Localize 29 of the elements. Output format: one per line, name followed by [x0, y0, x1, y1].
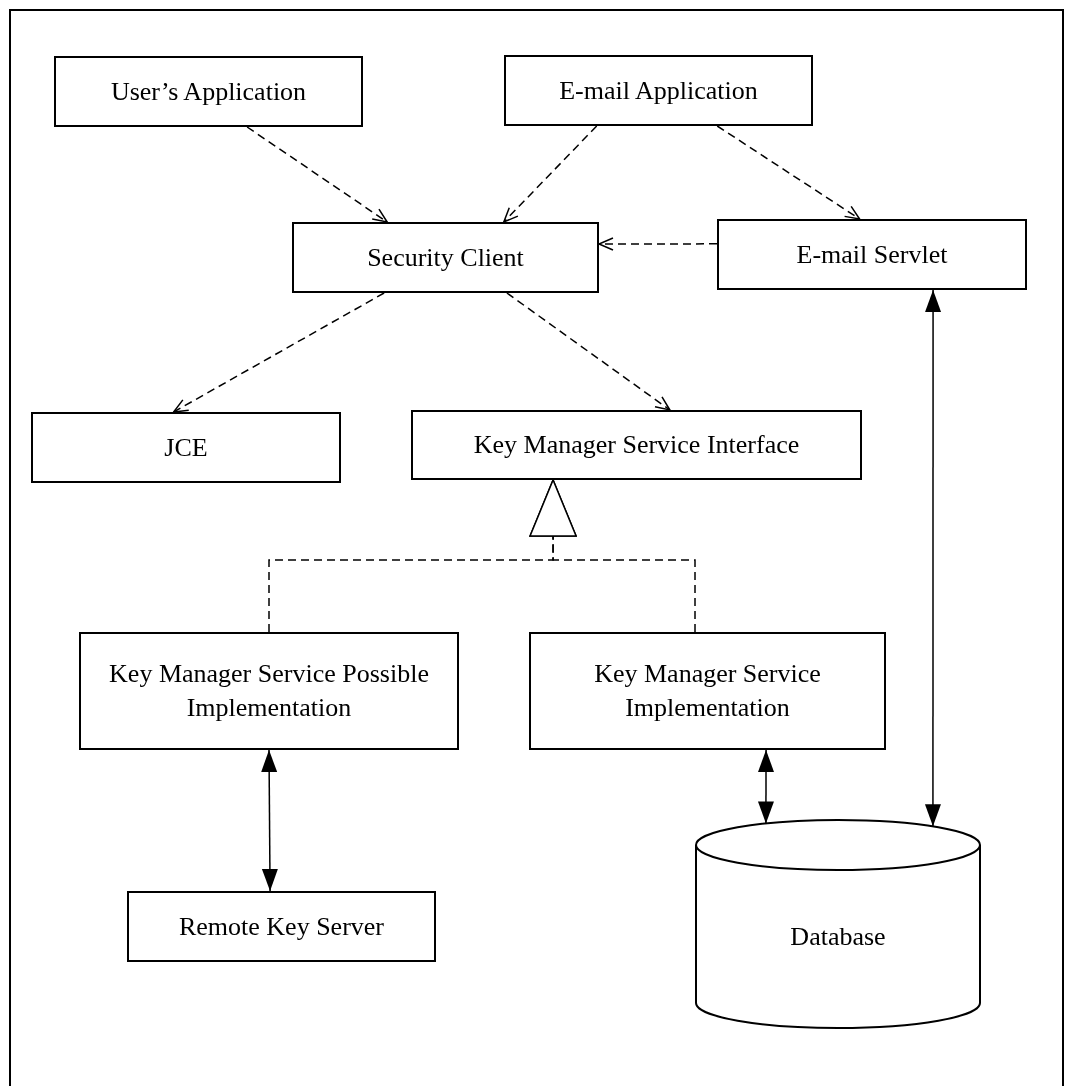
- node-label: E-mail Servlet: [796, 238, 948, 271]
- arrow: [503, 125, 598, 223]
- component-box: [717, 219, 1027, 290]
- component-box: [54, 56, 363, 127]
- component-box: [79, 632, 459, 750]
- arrow: [261, 749, 278, 892]
- component-box: [504, 55, 813, 126]
- arrow: [924, 289, 942, 828]
- realization-arrow: [529, 479, 696, 633]
- component-box: [411, 410, 862, 480]
- node-label: Key Manager Service Possible Implementation: [108, 658, 430, 724]
- node-label: User’s Application: [110, 75, 307, 108]
- arrow: [716, 125, 861, 220]
- arrow: [172, 292, 385, 413]
- arrow: [246, 126, 388, 223]
- node-label: Security Client: [367, 241, 524, 274]
- arrow: [757, 749, 774, 825]
- node-label: Database: [790, 920, 886, 953]
- component-box: [127, 891, 436, 962]
- node-label: Key Manager Service Interface: [473, 429, 800, 462]
- component-box: [31, 412, 341, 483]
- component-box: [292, 222, 599, 293]
- node-label: Key Manager Service Implementation: [593, 658, 822, 724]
- arrow: [506, 292, 671, 411]
- node-label: E-mail Application: [559, 74, 758, 107]
- node-label: JCE: [164, 431, 208, 464]
- node-label: Remote Key Server: [178, 910, 384, 943]
- component-box: [529, 632, 886, 750]
- arrow: [598, 237, 718, 251]
